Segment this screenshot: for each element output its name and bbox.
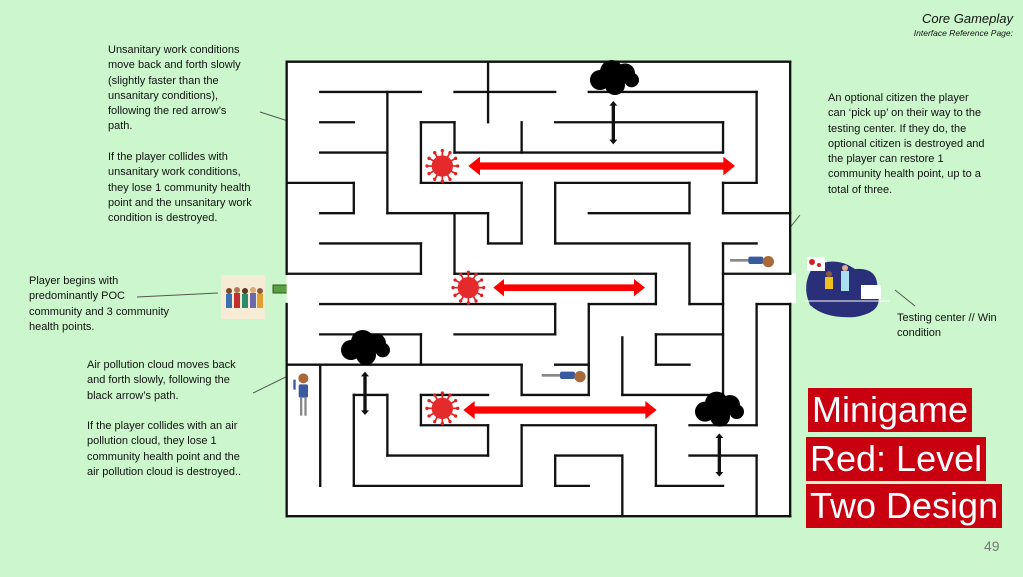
red-arrow-3 xyxy=(463,401,657,419)
citizen-icon xyxy=(730,256,774,268)
black-arrow-3 xyxy=(715,433,724,477)
black-arrow-2 xyxy=(361,371,369,415)
black-arrow-paths xyxy=(361,101,724,477)
leader-line-testing xyxy=(894,289,916,307)
player-icon xyxy=(293,373,309,416)
cloud-icon xyxy=(695,391,744,427)
virus-icon xyxy=(425,149,460,183)
title-line-2: Red: Level xyxy=(806,437,987,481)
citizen-icon xyxy=(541,371,586,383)
red-arrow-2 xyxy=(493,279,645,297)
virus-icon xyxy=(451,270,486,305)
page-number: 49 xyxy=(984,538,1000,554)
red-arrow-paths xyxy=(463,156,735,419)
air-pollution-note: Air pollution cloud moves back and forth… xyxy=(87,359,242,479)
black-arrow-1 xyxy=(609,101,618,145)
title-line-1: Minigame xyxy=(808,388,973,432)
citizen-note: An optional citizen the player can ‘pick… xyxy=(828,92,985,196)
testing-center-note: Testing center // Win condition xyxy=(897,312,997,340)
cloud-icon xyxy=(590,60,639,95)
leader-line-player xyxy=(136,292,219,298)
title-line-3: Two Design xyxy=(806,484,1003,528)
header-subtitle: Interface Reference Page: xyxy=(913,28,1013,38)
red-arrow-1 xyxy=(468,156,735,176)
maze xyxy=(285,60,796,518)
crowd-icon xyxy=(221,275,265,319)
maze-exit xyxy=(790,273,796,304)
testing-center-icon xyxy=(805,257,890,318)
player-note: Player begins with predominantly POC com… xyxy=(29,275,169,333)
cloud-icon xyxy=(341,330,390,365)
header-title: Core Gameplay xyxy=(921,11,1013,26)
unsanitary-note: Unsanitary work conditions move back and… xyxy=(108,44,252,225)
virus-icon xyxy=(425,391,460,426)
